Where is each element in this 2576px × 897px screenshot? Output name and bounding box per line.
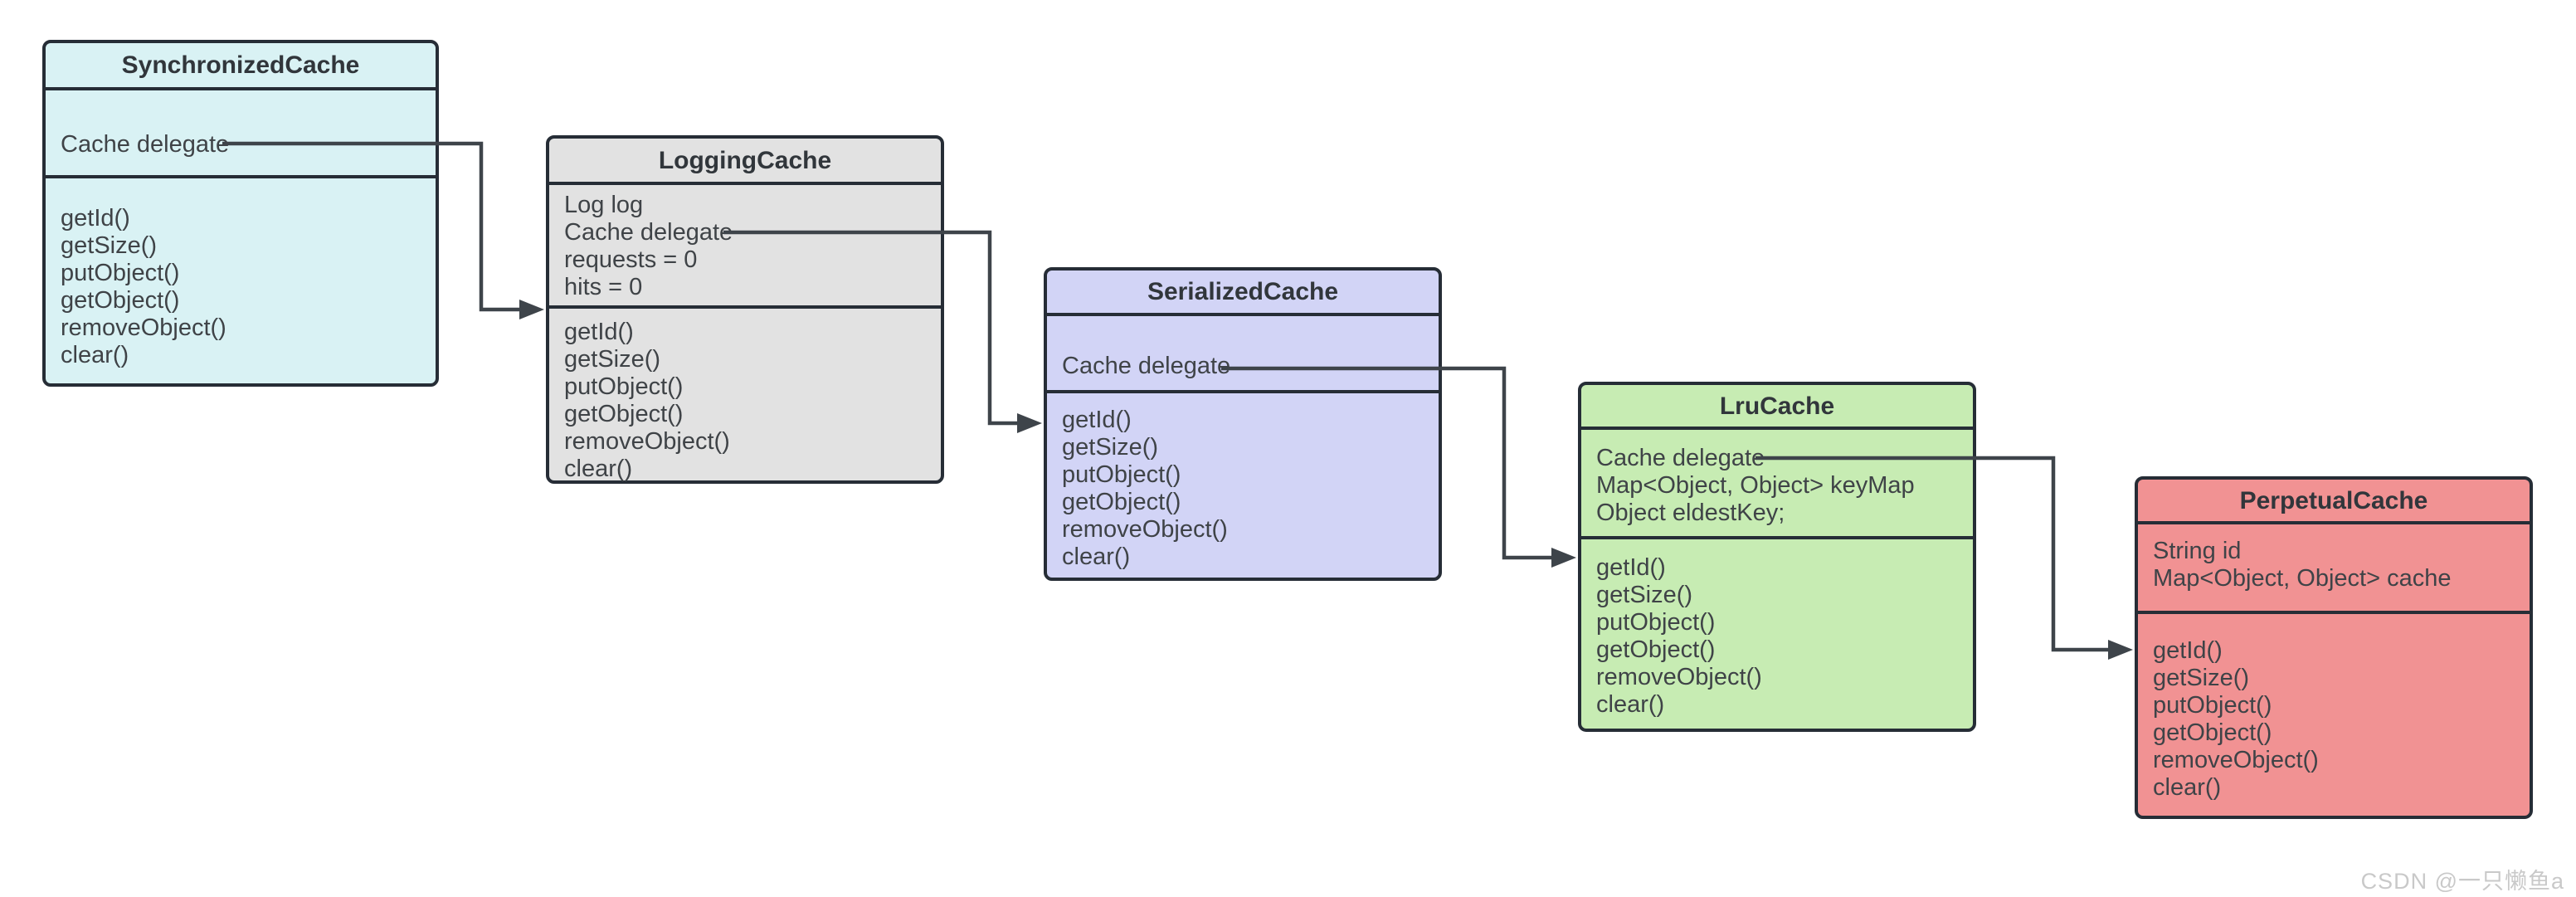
attribute-item: Cache delegate bbox=[1062, 353, 1231, 379]
attribute-item: requests = 0 bbox=[564, 246, 698, 273]
class-title: PerpetualCache bbox=[2138, 480, 2530, 524]
attribute-item: Cache delegate bbox=[61, 131, 230, 158]
method-item: getObject() bbox=[61, 287, 180, 314]
method-item: putObject() bbox=[2153, 692, 2272, 719]
attribute-item: Object eldestKey; bbox=[1596, 500, 1785, 526]
methods-section: getId() getSize() putObject() getObject(… bbox=[2138, 614, 2530, 802]
method-item: getObject() bbox=[1062, 489, 1181, 515]
attributes-section: Cache delegate bbox=[1047, 316, 1439, 393]
class-title: SerializedCache bbox=[1047, 271, 1439, 316]
method-item: getSize() bbox=[61, 232, 158, 259]
method-item: getId() bbox=[2153, 637, 2223, 664]
method-item: getId() bbox=[1596, 554, 1666, 581]
class-box-lrucache: LruCache Cache delegate Map<Object, Obje… bbox=[1578, 382, 1976, 732]
method-item: removeObject() bbox=[1596, 664, 1762, 690]
method-item: putObject() bbox=[1062, 461, 1181, 488]
method-item: getSize() bbox=[2153, 665, 2250, 691]
method-item: getId() bbox=[564, 319, 634, 345]
method-item: clear() bbox=[1062, 544, 1131, 570]
attribute-item: Log log bbox=[564, 192, 644, 218]
method-item: putObject() bbox=[61, 260, 180, 286]
watermark: CSDN @一只懒鱼a bbox=[2360, 869, 2564, 894]
method-item: getSize() bbox=[1596, 582, 1693, 608]
method-item: getSize() bbox=[1062, 434, 1159, 461]
method-item: putObject() bbox=[1596, 609, 1716, 636]
method-item: removeObject() bbox=[61, 314, 226, 341]
method-item: getObject() bbox=[564, 401, 684, 427]
method-item: getId() bbox=[1062, 407, 1132, 433]
method-item: clear() bbox=[564, 456, 633, 482]
method-item: clear() bbox=[61, 342, 129, 368]
attributes-section: String id Map<Object, Object> cache bbox=[2138, 524, 2530, 614]
attribute-item: hits = 0 bbox=[564, 274, 643, 300]
class-title: LruCache bbox=[1581, 385, 1973, 430]
method-item: getSize() bbox=[564, 346, 661, 373]
methods-section: getId() getSize() putObject() getObject(… bbox=[1047, 393, 1439, 571]
class-box-synchronizedcache: SynchronizedCache Cache delegate getId()… bbox=[42, 40, 439, 387]
method-item: clear() bbox=[1596, 691, 1665, 718]
attribute-item: Cache delegate bbox=[1596, 445, 1765, 471]
method-item: getObject() bbox=[2153, 719, 2272, 746]
attributes-section: Log log Cache delegate requests = 0 hits… bbox=[549, 185, 941, 309]
method-item: getId() bbox=[61, 205, 130, 232]
attributes-section: Cache delegate Map<Object, Object> keyMa… bbox=[1581, 430, 1973, 539]
arrowhead-icon bbox=[1551, 548, 1576, 568]
attribute-item: String id bbox=[2153, 538, 2242, 564]
method-item: removeObject() bbox=[564, 428, 730, 455]
methods-section: getId() getSize() putObject() getObject(… bbox=[549, 309, 941, 483]
attribute-item: Map<Object, Object> keyMap bbox=[1596, 472, 1915, 499]
method-item: clear() bbox=[2153, 774, 2222, 801]
class-title: SynchronizedCache bbox=[46, 43, 436, 90]
class-box-loggingcache: LoggingCache Log log Cache delegate requ… bbox=[546, 135, 944, 484]
class-box-serializedcache: SerializedCache Cache delegate getId() g… bbox=[1044, 267, 1442, 581]
class-box-perpetualcache: PerpetualCache String id Map<Object, Obj… bbox=[2135, 476, 2533, 819]
methods-section: getId() getSize() putObject() getObject(… bbox=[1581, 539, 1973, 719]
method-item: removeObject() bbox=[2153, 747, 2319, 773]
arrowhead-icon bbox=[1017, 413, 1042, 433]
attribute-item: Cache delegate bbox=[564, 219, 733, 246]
attributes-section: Cache delegate bbox=[46, 90, 436, 178]
methods-section: getId() getSize() putObject() getObject(… bbox=[46, 178, 436, 369]
method-item: getObject() bbox=[1596, 636, 1716, 663]
method-item: putObject() bbox=[564, 373, 684, 400]
method-item: removeObject() bbox=[1062, 516, 1228, 543]
attribute-item: Map<Object, Object> cache bbox=[2153, 565, 2452, 592]
arrowhead-icon bbox=[2108, 640, 2133, 660]
class-title: LoggingCache bbox=[549, 139, 941, 185]
arrowhead-icon bbox=[519, 300, 544, 319]
